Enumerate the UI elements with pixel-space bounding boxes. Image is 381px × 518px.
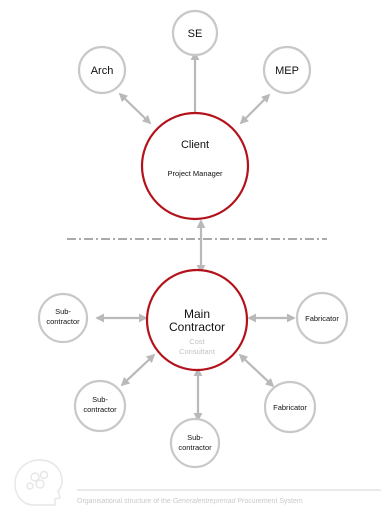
node-main-sub-line2: Consultant bbox=[179, 347, 216, 356]
node-main-title-line2: Contractor bbox=[169, 320, 225, 334]
node-main-title-line1: Main bbox=[184, 307, 210, 321]
caption-suffix: Procurement System bbox=[235, 498, 303, 505]
caption-emphasis: Generalentreprenad bbox=[172, 498, 236, 505]
node-se-label: SE bbox=[188, 28, 203, 40]
node-sub-lower-left-line1: Sub- bbox=[92, 395, 108, 404]
node-sub-bottom-line2: contractor bbox=[178, 443, 212, 452]
node-fab-right: Fabricator bbox=[295, 291, 349, 345]
node-sub-left-line1: Sub- bbox=[55, 307, 71, 316]
node-main-sub-line1: Cost bbox=[189, 337, 205, 346]
head-silhouette-icon bbox=[14, 459, 63, 506]
node-sub-left: Sub- contractor bbox=[37, 292, 89, 344]
connector-arrows bbox=[95, 51, 296, 422]
node-fab-right-label: Fabricator bbox=[305, 314, 339, 323]
node-mep: MEP bbox=[262, 45, 312, 95]
node-se: SE bbox=[171, 9, 219, 57]
node-sub-bottom-line1: Sub- bbox=[187, 433, 203, 442]
node-client-title: Client bbox=[181, 139, 209, 151]
node-mep-label: MEP bbox=[275, 65, 299, 77]
node-main-contractor: Main Contractor Cost Consultant bbox=[145, 268, 249, 372]
node-client: Client Project Manager bbox=[140, 111, 250, 221]
arrow-main-fab-lower-right bbox=[238, 353, 275, 388]
caption-prefix: Organisational structure of the bbox=[77, 498, 173, 505]
node-fab-lower-right-label: Fabricator bbox=[273, 403, 307, 412]
node-sub-left-line2: contractor bbox=[46, 317, 80, 326]
arrow-client-arch bbox=[118, 92, 152, 125]
node-sub-bottom: Sub- contractor bbox=[169, 417, 221, 469]
figure-caption: Organisational structure of the Generale… bbox=[77, 498, 381, 505]
node-client-subtitle: Project Manager bbox=[167, 169, 223, 178]
arrow-client-mep bbox=[239, 93, 271, 125]
node-sub-lower-left: Sub- contractor bbox=[73, 379, 127, 433]
arrow-main-sub-lower-left bbox=[120, 353, 156, 387]
node-fab-lower-right: Fabricator bbox=[263, 380, 317, 434]
node-arch-label: Arch bbox=[91, 65, 114, 77]
node-sub-lower-left-line2: contractor bbox=[83, 405, 117, 414]
node-arch: Arch bbox=[77, 45, 127, 95]
